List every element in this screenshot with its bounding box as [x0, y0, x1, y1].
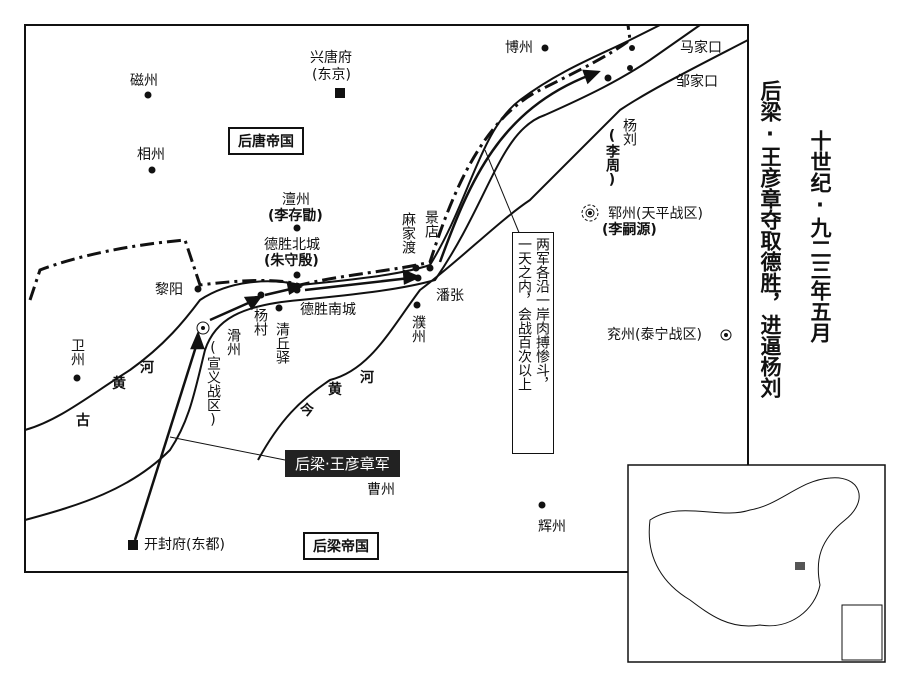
battle-note-line: 两军各沿一岸肉搏惨斗， [534, 237, 550, 391]
old-river-char: 河 [140, 360, 154, 376]
place-yangliu: 杨刘 [621, 118, 637, 146]
front-line [28, 24, 632, 301]
place-zoujiakou: 邹家口 [676, 74, 718, 90]
china-inset-frame [627, 464, 886, 663]
place-yunzhou: 郓州(天平战区) [608, 206, 703, 222]
yunzhou-commander: (李嗣源) [602, 222, 657, 238]
place-jingdian: 景店 [423, 210, 439, 238]
china-outline [648, 477, 860, 627]
place-huazhou: 滑州 [225, 328, 241, 356]
battle-note-box: 两军各沿一岸肉搏惨斗， 一天之内，会战百次以上 [512, 232, 554, 454]
place-deshengbei: 德胜北城 [264, 237, 320, 253]
chanzhou-commander: (李存勖) [268, 208, 323, 224]
modern-river-char: 黄 [328, 382, 342, 398]
place-deshengnan: 德胜南城 [300, 302, 356, 318]
place-xingtang-alt: (东京) [312, 67, 351, 83]
place-liyang: 黎阳 [155, 282, 183, 298]
battle-note-line: 一天之内，会战百次以上 [516, 237, 532, 391]
place-xiangzhou: 相州 [137, 147, 165, 163]
old-river-char: 黄 [112, 376, 126, 392]
old-river-char: 古 [76, 413, 90, 429]
place-cizhou: 磁州 [130, 73, 158, 89]
place-weizhou: 卫州 [69, 338, 85, 366]
place-puzhou: 濮州 [410, 315, 426, 343]
place-kaifeng: 开封府(东都) [144, 537, 225, 553]
map-frame [24, 24, 749, 573]
south-sea-inset [841, 604, 883, 661]
place-majiakou: 马家口 [680, 40, 722, 56]
army-leader-line [169, 436, 286, 461]
later-tang-label: 后唐帝国 [228, 127, 304, 155]
place-qingqiuyi: 清丘驿 [274, 322, 290, 364]
place-caozhou: 曹州 [367, 482, 395, 498]
modern-river-char: 今 [300, 403, 314, 419]
map-title-date: 十世纪·九二三年五月 [808, 130, 832, 343]
place-xingtang: 兴唐府 [310, 50, 352, 66]
place-yanzhou: 兖州(泰宁战区) [607, 327, 702, 343]
place-panzhang: 潘张 [436, 288, 464, 304]
army-label: 后梁·王彦章军 [285, 450, 400, 477]
map-title-event: 后梁·王彦章夺取德胜，进逼杨刘 [758, 80, 782, 398]
place-huizhou: 辉州 [538, 519, 566, 535]
place-majiadu: 麻家渡 [400, 212, 416, 254]
inset-highlight-region [795, 562, 805, 570]
modern-yellow-river [257, 39, 749, 461]
note-leader-line [484, 149, 521, 236]
district-symbols [196, 204, 732, 341]
deshengbei-commander: (朱守殷) [264, 253, 319, 269]
place-yangcun: 杨村 [252, 308, 268, 336]
old-yellow-river-north-bank [24, 24, 661, 431]
place-chanzhou: 澶州 [282, 192, 310, 208]
later-liang-label: 后梁帝国 [303, 532, 379, 560]
old-yellow-river-south-bank [24, 24, 701, 521]
huazhou-district: (宣义战区) [205, 340, 221, 428]
yangliu-commander: (李周) [604, 128, 620, 188]
place-bozhou: 博州 [505, 40, 533, 56]
modern-river-char: 河 [360, 370, 374, 386]
